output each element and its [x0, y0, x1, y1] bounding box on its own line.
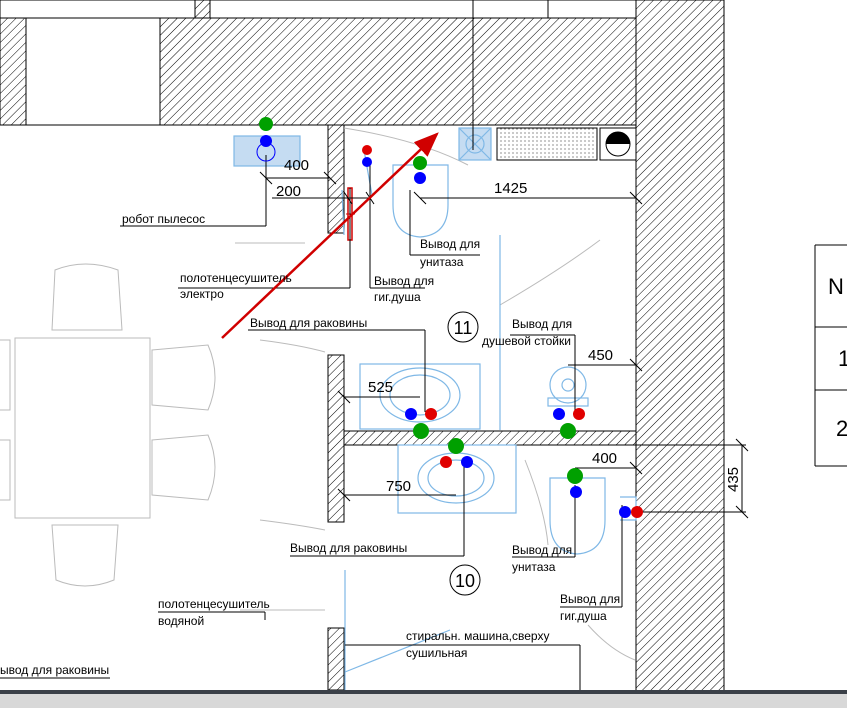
label-toilet-top-2: унитаза: [420, 255, 464, 269]
label-towel-water: полотенцесушитель: [158, 597, 270, 611]
label-sink-top: Вывод для раковины: [250, 316, 367, 330]
dim-450: 450: [588, 347, 613, 364]
label-washer-2: сушильная: [406, 646, 467, 660]
cold-water-marker: [553, 408, 565, 420]
room-markers: 11 10: [447, 311, 481, 596]
hot-water-marker: [362, 145, 372, 155]
status-bar-panel: [0, 694, 847, 708]
dim-1425: 1425: [494, 180, 527, 197]
label-hyg-shower-bottom-2: гиг.душа: [560, 609, 607, 623]
cold-water-marker: [414, 172, 426, 184]
table-row-2: 2: [836, 416, 847, 441]
furniture: [0, 127, 636, 661]
sewer-outlet-marker: [448, 438, 464, 454]
room-number-11: 11: [454, 318, 473, 338]
sewer-outlet-marker: [567, 468, 583, 484]
table-row-1: 1: [838, 346, 847, 371]
cold-water-marker: [260, 135, 272, 147]
label-hyg-shower-bottom: Вывод для: [560, 592, 620, 606]
status-bar: [0, 690, 847, 708]
sewer-outlet-marker: [413, 156, 427, 170]
label-sink-bottom: Вывод для раковины: [290, 541, 407, 555]
fixtures: [233, 127, 637, 690]
dimension-labels: 400 200 1425 525 450 750 400 435: [276, 157, 742, 495]
label-toilet-top: Вывод для: [420, 237, 480, 251]
dim-400-right: 400: [592, 450, 617, 467]
label-toilet-bottom-2: унитаза: [512, 560, 556, 574]
cold-water-marker: [362, 157, 372, 167]
cold-water-marker: [619, 506, 631, 518]
label-towel-water-2: водяной: [158, 614, 204, 628]
label-shower-rack: Вывод для: [512, 317, 572, 331]
dim-525: 525: [368, 379, 393, 396]
cold-water-marker: [461, 456, 473, 468]
dim-435: 435: [725, 467, 742, 492]
dim-400-top: 400: [284, 157, 309, 174]
label-toilet-bottom: Вывод для: [512, 543, 572, 557]
sewer-outlet-marker: [413, 423, 429, 439]
table-header: N: [828, 274, 844, 299]
dim-750: 750: [386, 478, 411, 495]
cold-water-marker: [570, 486, 582, 498]
room-number-10: 10: [455, 571, 475, 591]
label-towel-electric-2: электро: [180, 287, 224, 301]
legend-table: N 1 2: [814, 244, 847, 467]
red-arrow: [221, 132, 439, 339]
label-sink-left: ывод для раковины: [0, 663, 109, 677]
pipe-markers: [256, 117, 643, 518]
sewer-outlet-marker: [256, 142, 276, 162]
hot-water-marker: [573, 408, 585, 420]
top-right-appliances: [496, 127, 637, 161]
label-shower-rack-2: душевой стойки: [482, 334, 571, 348]
dimension-lines: [259, 171, 749, 519]
label-towel-electric: полотенцесушитель: [180, 271, 292, 285]
hot-water-marker: [425, 408, 437, 420]
label-hyg-shower-top-2: гиг.душа: [374, 290, 421, 304]
label-hyg-shower-top: Вывод для: [374, 274, 434, 288]
dim-200: 200: [276, 183, 301, 200]
hot-water-marker: [440, 456, 452, 468]
cold-water-marker: [405, 408, 417, 420]
walls: [0, 0, 725, 693]
hot-water-marker: [631, 506, 643, 518]
plan-labels: робот пылесос полотенцесушитель электро …: [0, 212, 620, 677]
leader-lines: [0, 120, 623, 690]
sewer-outlet-marker: [560, 423, 576, 439]
label-washer: стиральн. машина,сверху: [406, 629, 549, 643]
label-robot: робот пылесос: [122, 212, 205, 226]
sewer-outlet-marker: [259, 117, 273, 131]
